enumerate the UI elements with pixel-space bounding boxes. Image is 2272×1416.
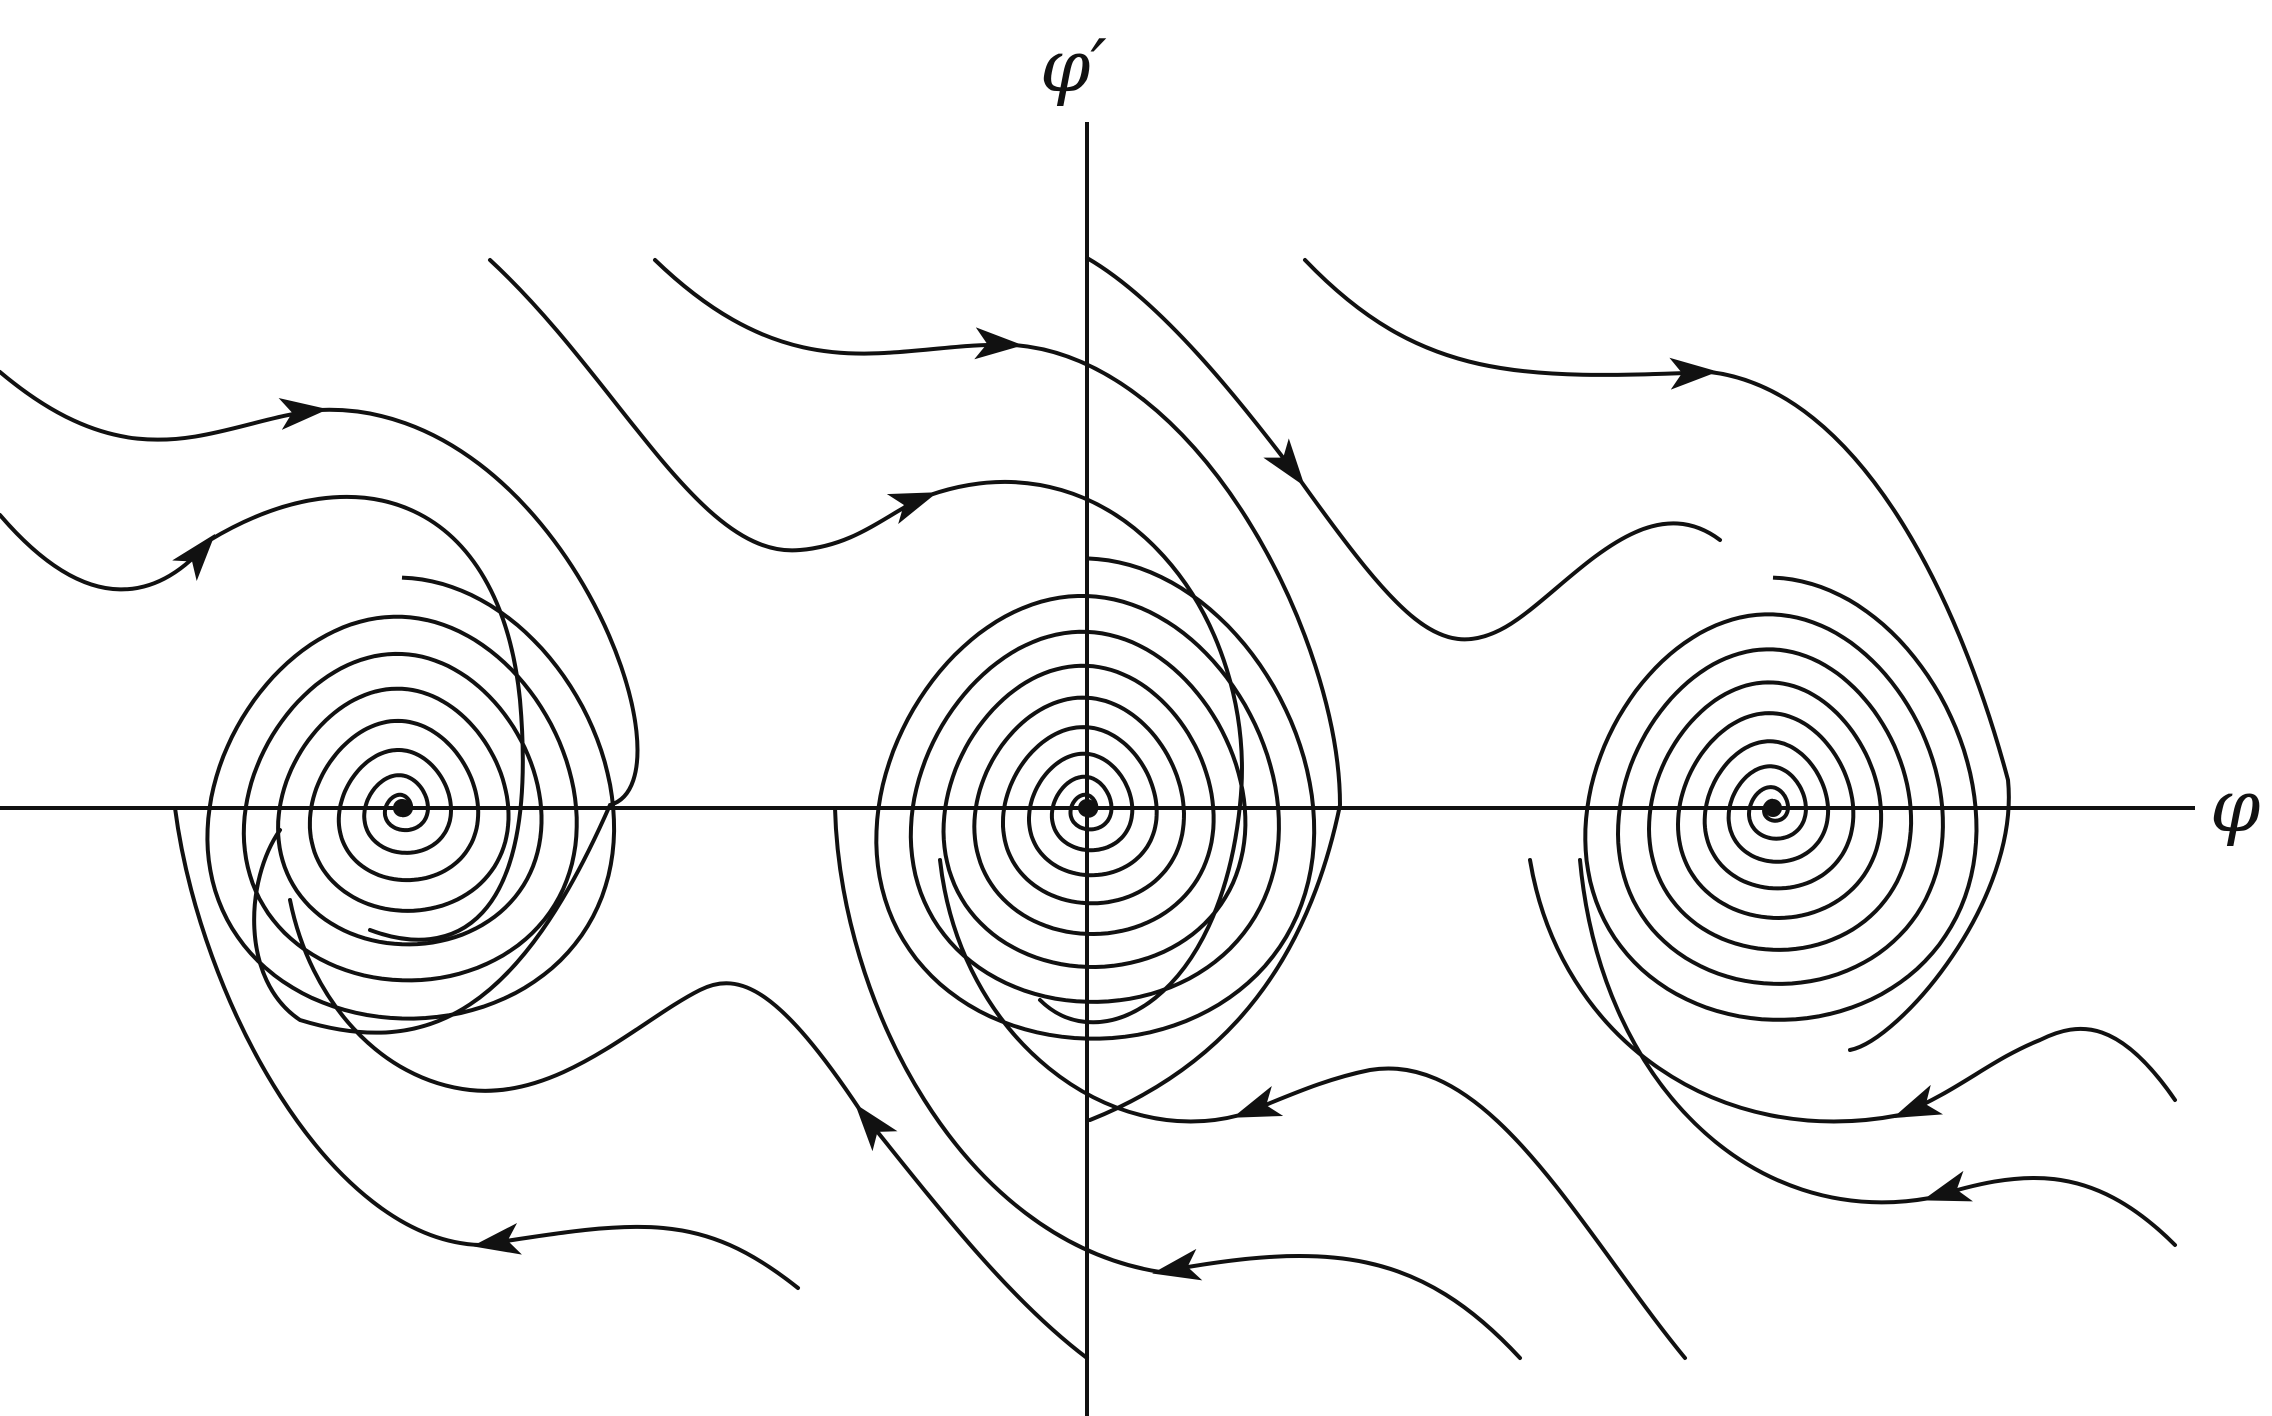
trajectory-upper-mid-1-cont	[928, 480, 1244, 1025]
trajectories	[0, 256, 2177, 1360]
trajectory-upper-right	[1303, 258, 1718, 390]
trajectory-lower-left-2-cont	[288, 898, 862, 1112]
trajectory-upper-left-2-cont	[208, 495, 525, 942]
trajectory-upper-mid-1	[488, 258, 938, 553]
trajectory-upper-left-2	[0, 513, 216, 592]
trajectory-lower-right-1-cont	[1528, 858, 1902, 1124]
equilibrium-point-right	[1764, 799, 1782, 817]
spiral-left-curve	[205, 575, 617, 1021]
trajectory-upper-left-1-cont	[252, 407, 640, 1035]
trajectory-lower-left-1	[472, 1223, 800, 1290]
trajectory-lower-right-1	[1892, 1026, 2177, 1119]
spiral-center	[874, 556, 1317, 1041]
trajectory-lower-right-2	[1922, 1170, 2177, 1247]
trajectory-descending-center	[1085, 256, 1305, 487]
trajectory-lower-mid-1	[1232, 1066, 1687, 1360]
phi-prime-axis-label: φ′	[1040, 24, 1107, 108]
trajectory-lower-left-2	[855, 1103, 1089, 1360]
trajectory-lower-mid-2	[1152, 1248, 1522, 1360]
trajectory-upper-mid-2-cont	[1013, 343, 1343, 1122]
spiral-center-curve	[874, 556, 1317, 1041]
spiral-right	[1583, 575, 1979, 1022]
equilibrium-point-left	[393, 799, 411, 817]
phi-axis-label: φ	[2210, 764, 2261, 848]
trajectory-lower-mid-1-cont	[938, 858, 1242, 1124]
trajectory-lower-right-2-cont	[1578, 858, 1932, 1205]
trajectory-lower-mid-2-cont	[833, 806, 1162, 1274]
trajectory-upper-mid-2	[653, 258, 1023, 360]
spiral-right-curve	[1583, 575, 1979, 1022]
spiral-left	[205, 575, 617, 1021]
equilibrium-point-center	[1078, 799, 1096, 817]
trajectory-upper-right-cont	[1708, 370, 2011, 1052]
trajectory-upper-left-1	[0, 370, 328, 442]
trajectory-lower-left-1-cont	[173, 806, 482, 1247]
trajectory-descending-center-cont	[1298, 478, 1722, 642]
